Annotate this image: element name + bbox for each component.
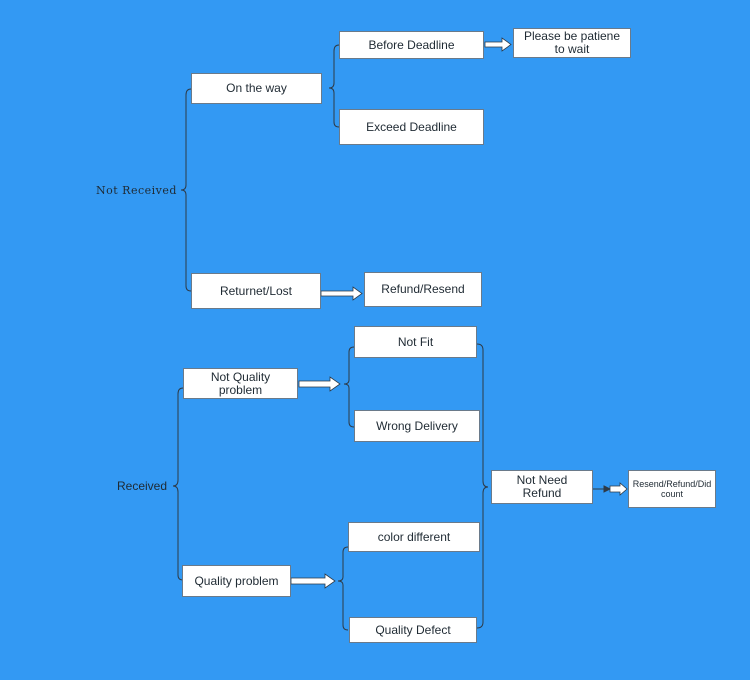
node-quality-defect: Quality Defect: [349, 617, 477, 643]
node-resend-refund-discount: Resend/Refund/Did count: [628, 470, 716, 508]
arrow-returned-lost: [320, 286, 363, 301]
arrow-not-quality: [298, 376, 341, 392]
node-returned-lost: Returnet/Lost: [191, 273, 321, 309]
bracket-on-the-way: [328, 44, 340, 128]
node-wrong-delivery: Wrong Delivery: [354, 410, 480, 442]
connector-arrowhead: [603, 485, 612, 493]
root-not-received: Not Received: [96, 184, 177, 197]
arrow-to-resend: [609, 482, 628, 496]
arrow-quality: [290, 573, 336, 589]
node-refund-resend: Refund/Resend: [364, 272, 482, 307]
node-please-wait: Please be patiene to wait: [513, 28, 631, 58]
bracket-quality: [337, 546, 349, 631]
node-quality-problem: Quality problem: [182, 565, 291, 597]
bracket-received: [172, 387, 184, 581]
node-not-need-refund: Not Need Refund: [491, 470, 593, 504]
node-not-fit: Not Fit: [354, 326, 477, 358]
node-on-the-way: On the way: [191, 73, 322, 104]
bracket-not-quality: [343, 346, 355, 428]
node-not-quality-problem: Not Quality problem: [183, 368, 298, 399]
bracket-not-received: [180, 88, 192, 292]
arrow-before-deadline: [484, 37, 512, 52]
bracket-merge: [476, 343, 489, 629]
node-before-deadline: Before Deadline: [339, 31, 484, 59]
node-exceed-deadline: Exceed Deadline: [339, 109, 484, 145]
node-color-different: color different: [348, 522, 480, 552]
root-received: Received: [117, 479, 168, 493]
